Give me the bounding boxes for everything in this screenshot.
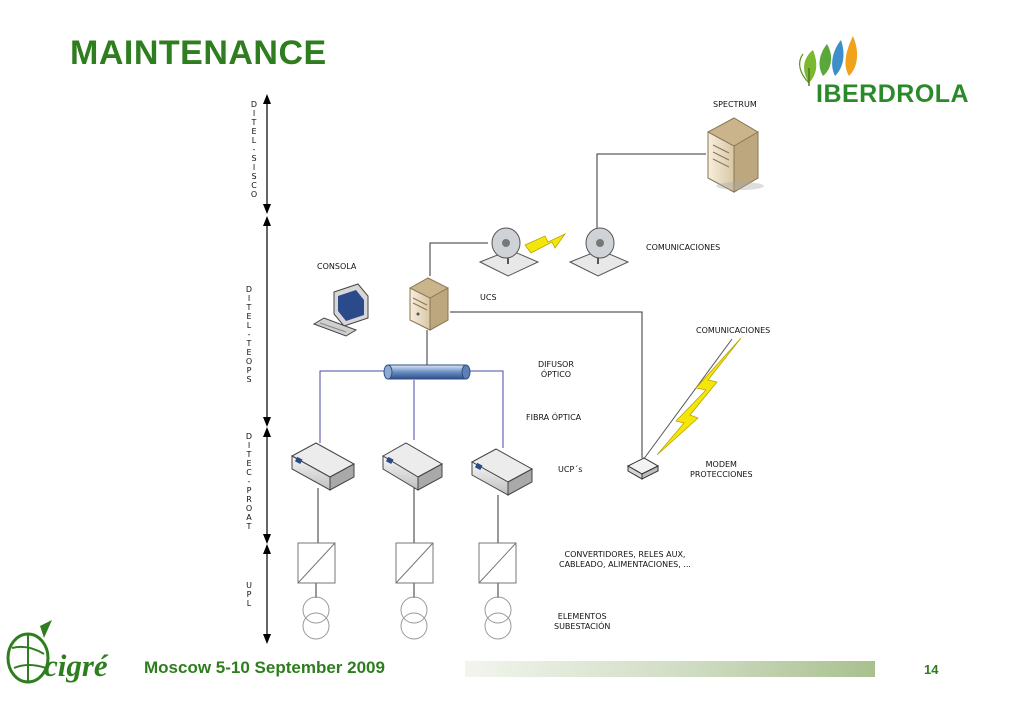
satellite-dish-left-icon xyxy=(478,227,540,277)
level-letter: T xyxy=(246,339,252,348)
level-letter: L xyxy=(251,136,257,145)
label-spectrum: SPECTRUM xyxy=(713,100,757,109)
label-difusor-optico: DIFUSOR ÓPTICO xyxy=(538,360,574,380)
converter-box-1-icon xyxy=(297,542,336,584)
level-letter: I xyxy=(247,294,251,303)
converter-box-2-icon xyxy=(395,542,434,584)
label-elementos-subestacion: ELEMENTOS SUBESTACIÓN xyxy=(554,612,610,632)
spectrum-server-icon xyxy=(707,117,764,193)
level-letter: A xyxy=(246,513,252,522)
level-letter: T xyxy=(251,118,257,127)
level-letter: S xyxy=(251,172,257,181)
level-letter: E xyxy=(246,459,252,468)
lightning-bolt-right-icon xyxy=(656,337,742,456)
cigre-wordmark: cigré xyxy=(44,648,108,683)
level-letter: E xyxy=(251,127,257,136)
level-letter: C xyxy=(251,181,257,190)
level-letter: T xyxy=(246,303,252,312)
cigre-logo xyxy=(6,620,52,684)
label-fibra-optica: FIBRA ÓPTICA xyxy=(526,413,582,422)
label-modem-line2: PROTECCIONES xyxy=(690,470,753,479)
level-letter: D xyxy=(250,100,258,109)
footer-gradient-bar xyxy=(465,661,875,677)
lightning-bolt-top-icon xyxy=(524,232,567,254)
level-letter: - xyxy=(247,477,251,486)
slide-title: MAINTENANCE xyxy=(70,34,327,72)
level-letter: O xyxy=(250,190,258,199)
connection-lines xyxy=(315,153,733,598)
level-letter: S xyxy=(246,375,252,384)
level-letter: I xyxy=(252,163,256,172)
satellite-dish-right-icon xyxy=(568,227,630,277)
level-letter: C xyxy=(246,468,252,477)
label-convertidores-line2: CABLEADO, ALIMENTACIONES, ... xyxy=(559,560,691,569)
iberdrola-wordmark: IBERDROLA xyxy=(816,80,970,108)
modem-icon xyxy=(626,457,660,480)
difusor-optico-icon xyxy=(383,364,471,380)
level-letter: P xyxy=(246,486,252,495)
transformer-3-icon xyxy=(484,596,512,640)
level-letter: E xyxy=(246,312,252,321)
ucp-device-1-icon xyxy=(290,442,356,491)
ucp-device-3-icon xyxy=(470,448,534,496)
converter-box-3-icon xyxy=(478,542,517,584)
transformer-1-icon xyxy=(302,596,330,640)
ucp-device-2-icon xyxy=(382,442,444,491)
label-ucs: UCS xyxy=(480,293,497,302)
transformer-2-icon xyxy=(400,596,428,640)
level-letter: P xyxy=(246,366,252,375)
level-letter: L xyxy=(246,599,252,608)
level-letter: D xyxy=(245,285,253,294)
label-ucps: UCP´s xyxy=(558,465,583,474)
level-letter: I xyxy=(252,109,256,118)
iberdrola-logo xyxy=(799,36,858,86)
label-modem-protecciones: MODEM PROTECCIONES xyxy=(690,460,753,480)
footer-event-text: Moscow 5-10 September 2009 xyxy=(144,658,385,677)
level-letter: D xyxy=(245,432,253,441)
level-letter: I xyxy=(247,441,251,450)
level-letter: P xyxy=(246,590,252,599)
page-number: 14 xyxy=(924,662,939,677)
level-letter: O xyxy=(245,504,253,513)
level-letter: - xyxy=(247,330,251,339)
level-letter: T xyxy=(246,522,252,531)
level-letter: L xyxy=(246,321,252,330)
label-comunicaciones-top: COMUNICACIONES xyxy=(646,243,721,252)
label-difusor-line1: DIFUSOR xyxy=(538,360,574,369)
label-consola: CONSOLA xyxy=(317,262,357,271)
consola-computer-icon xyxy=(312,283,369,337)
label-elementos-line1: ELEMENTOS xyxy=(557,612,607,621)
label-difusor-line2: ÓPTICO xyxy=(540,370,572,379)
level-letter: U xyxy=(246,581,252,590)
label-comunicaciones-right: COMUNICACIONES xyxy=(696,326,771,335)
level-letter: - xyxy=(252,145,256,154)
level-letter: R xyxy=(246,495,252,504)
label-modem-line1: MODEM xyxy=(705,460,737,469)
label-elementos-line2: SUBESTACIÓN xyxy=(554,622,611,631)
level-arrows xyxy=(263,94,271,644)
ucs-server-icon xyxy=(409,277,449,331)
label-convertidores: CONVERTIDORES, RELES AUX, CABLEADO, ALIM… xyxy=(559,550,691,570)
level-letter: O xyxy=(245,357,253,366)
level-letter: T xyxy=(246,450,252,459)
level-letter: S xyxy=(251,154,257,163)
label-convertidores-line1: CONVERTIDORES, RELES AUX, xyxy=(564,550,686,559)
level-letter: E xyxy=(246,348,252,357)
